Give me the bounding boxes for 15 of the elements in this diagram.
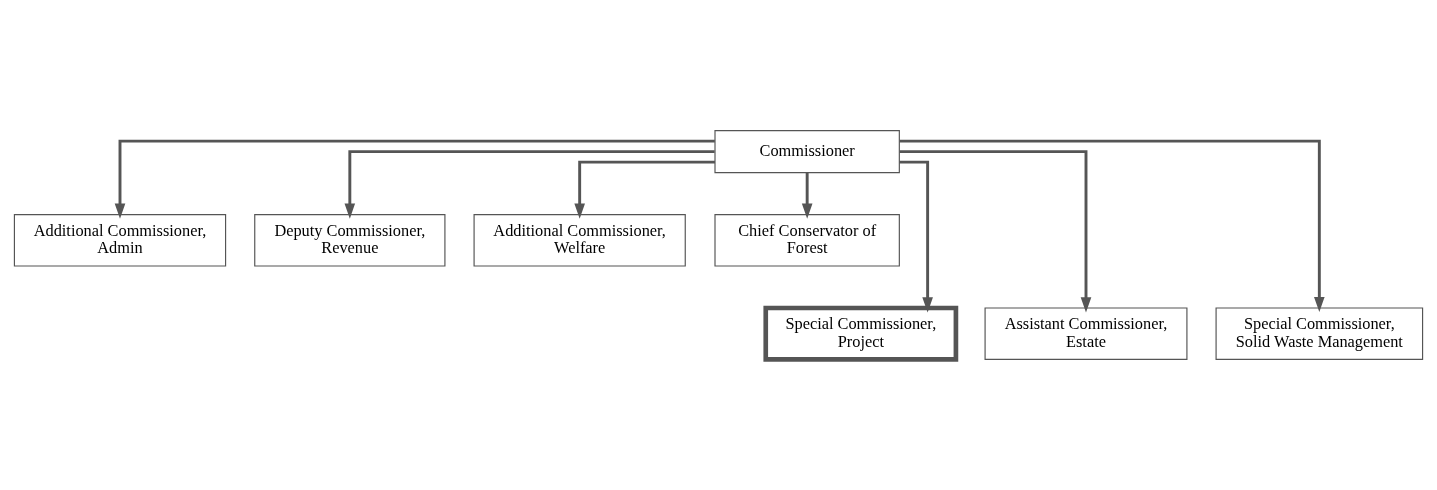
arrow: [899, 139, 1325, 313]
arrow: [899, 150, 1092, 313]
node-box: Commissioner: [714, 130, 900, 174]
node-box: Deputy Commissioner, Revenue: [254, 214, 446, 267]
arrow: [344, 150, 715, 219]
node-box: Additional Commissioner, Welfare: [473, 214, 686, 267]
node-box: Special Commissioner, Solid Waste Management: [1215, 307, 1424, 360]
arrow: [899, 160, 933, 313]
node-box: Special Commissioner, Project: [763, 305, 959, 362]
node-box: Chief Conservator of Forest: [714, 214, 900, 267]
node-box: Additional Commissioner, Admin: [13, 214, 227, 267]
arrow: [114, 139, 715, 219]
node-box: Assistant Commissioner, Estate: [984, 307, 1188, 360]
arrow: [574, 160, 715, 219]
arrow: [801, 172, 813, 219]
